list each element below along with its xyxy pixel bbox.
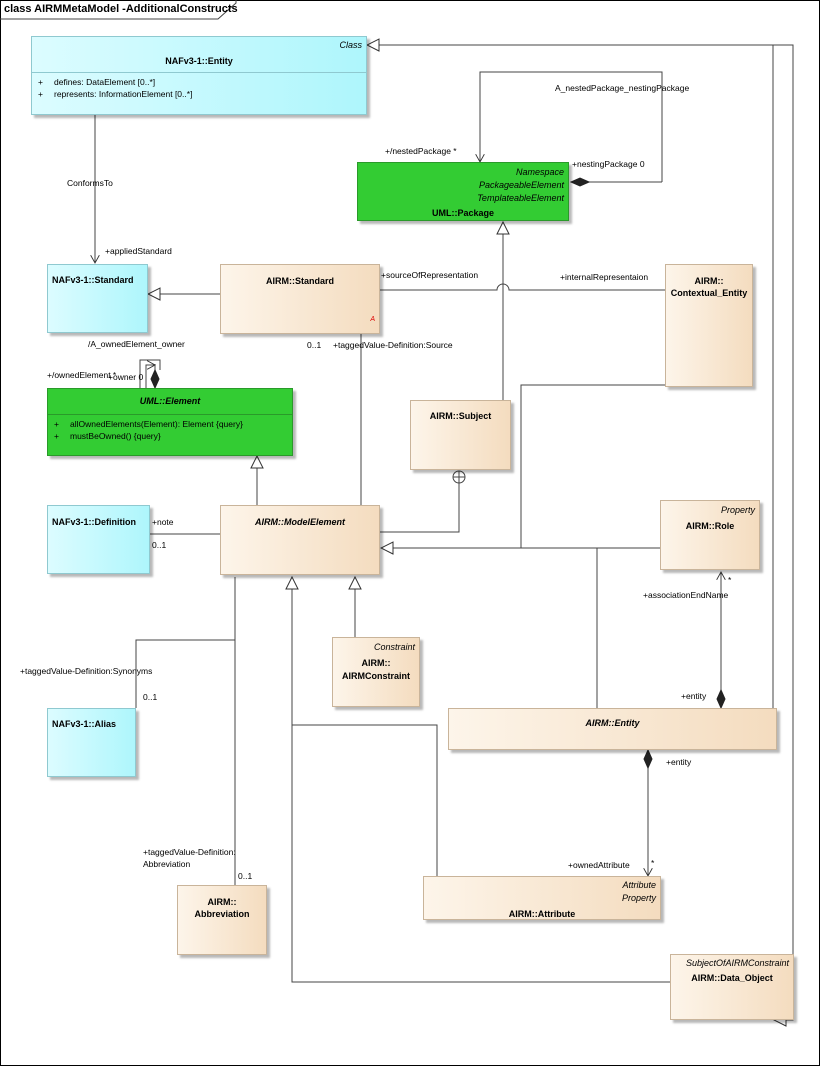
entity-generalization-path xyxy=(772,44,794,1020)
class-name: AIRM::Attribute xyxy=(508,909,576,919)
class-name-line1: AIRM:: xyxy=(694,276,724,286)
class-data-object[interactable]: SubjectOfAIRMConstraint AIRM::Data_Objec… xyxy=(670,954,794,1020)
frame-tab-outline xyxy=(0,0,237,20)
class-abbreviation[interactable]: AIRM:: Abbreviation xyxy=(177,885,267,955)
role-entity-label: +entity xyxy=(681,691,707,701)
class-name: AIRM::Standard xyxy=(266,276,334,286)
synonyms-multiplicity: 0..1 xyxy=(143,692,158,702)
diagram-title: class AIRMMetaModel -AdditionalConstruct… xyxy=(4,3,238,15)
stereotype-label: Class xyxy=(339,40,362,50)
abbreviation-role-line1: +taggedValue-Definition: xyxy=(143,847,236,857)
source-multiplicity: 0..1 xyxy=(307,340,322,350)
note-multiplicity: 0..1 xyxy=(152,540,167,550)
class-subject[interactable]: AIRM::Subject xyxy=(410,400,511,470)
owned-attribute-multiplicity: * xyxy=(651,858,655,868)
stereotype-label: TemplateableElement xyxy=(477,193,564,203)
class-name-line2: AIRMConstraint xyxy=(342,671,410,681)
class-name: AIRM::Role xyxy=(685,521,735,531)
class-naf-entity[interactable]: Class NAFv3-1::Entity +defines: DataElem… xyxy=(31,36,367,115)
class-model-element[interactable]: AIRM::ModelElement xyxy=(220,505,380,575)
class-name: UML::Package xyxy=(431,208,494,218)
class-name: AIRM::Entity xyxy=(585,718,640,728)
class-airm-constraint[interactable]: Constraint AIRM:: AIRMConstraint xyxy=(332,637,420,707)
abstract-marker: A xyxy=(370,316,375,323)
internal-representation-label: +internalRepresentaion xyxy=(560,272,649,282)
class-airm-entity[interactable]: AIRM::Entity xyxy=(448,708,777,750)
operation-row: +mustBeOwned() {query} xyxy=(54,431,161,441)
class-name: UML::Element xyxy=(139,396,201,406)
stereotype-label: Attribute xyxy=(622,880,656,890)
stereotype-label: PackageableElement xyxy=(478,180,564,190)
conforms-to-label: ConformsTo xyxy=(67,178,113,188)
data-object-generalization xyxy=(291,725,670,983)
operation-row: +allOwnedElements(Element): Element {que… xyxy=(54,419,243,429)
applied-standard-label: +appliedStandard xyxy=(105,246,172,256)
class-name: NAFv3-1::Entity xyxy=(165,56,233,66)
class-name: NAFv3-1::Alias xyxy=(52,719,117,729)
contextual-generalization xyxy=(520,384,665,548)
owned-element-label: +/ownedElement * xyxy=(47,370,117,380)
class-name-line2: Abbreviation xyxy=(194,909,250,919)
class-name: AIRM::ModelElement xyxy=(255,517,345,527)
class-uml-package[interactable]: Namespace PackageableElement Templateabl… xyxy=(357,162,569,221)
owned-element-connector xyxy=(145,365,155,388)
stereotype-label: Property xyxy=(720,505,755,515)
nested-package-label: +/nestedPackage * xyxy=(385,146,457,156)
class-name-line1: AIRM:: xyxy=(361,658,391,668)
synonyms-connector xyxy=(135,577,236,708)
note-label: +note xyxy=(152,517,174,527)
association-end-multiplicity: * xyxy=(728,575,732,585)
owned-element-owner-label: /A_ownedElement_owner xyxy=(88,339,185,349)
stereotype-label: Property xyxy=(621,893,656,903)
class-naf-alias[interactable]: NAFv3-1::Alias xyxy=(47,708,136,777)
synonyms-label: +taggedValue-Definition:Synonyms xyxy=(20,666,153,676)
nested-package-connector xyxy=(480,71,663,182)
source-role-label: +taggedValue-Definition:Source xyxy=(333,340,453,350)
attribute-row: +defines: DataElement [0..*] xyxy=(38,77,156,87)
class-contextual-entity[interactable]: AIRM:: Contextual_Entity xyxy=(665,264,753,387)
subject-nesting xyxy=(379,483,460,533)
source-of-representation-label: +sourceOfRepresentation xyxy=(381,270,479,280)
class-name: AIRM::Data_Object xyxy=(691,973,773,983)
owner-label: +owner 0 xyxy=(108,372,144,382)
class-name: NAFv3-1::Standard xyxy=(52,275,134,285)
class-name-line2: Contextual_Entity xyxy=(670,288,748,298)
class-naf-standard[interactable]: NAFv3-1::Standard xyxy=(47,264,148,333)
association-end-label: +associationEndName xyxy=(643,590,729,600)
attribute-entity-label: +entity xyxy=(666,757,692,767)
attribute-compartment: +defines: DataElement [0..*] +represents… xyxy=(32,72,366,100)
stereotype-label: SubjectOfAIRMConstraint xyxy=(685,958,789,968)
abbreviation-multiplicity: 0..1 xyxy=(238,871,253,881)
stereotype-label: Constraint xyxy=(373,642,415,652)
class-naf-definition[interactable]: NAFv3-1::Definition xyxy=(47,505,150,574)
nesting-package-label: +nestingPackage 0 xyxy=(572,159,645,169)
class-uml-element[interactable]: UML::Element +allOwnedElements(Element):… xyxy=(47,388,293,456)
class-attribute[interactable]: Attribute Property AIRM::Attribute xyxy=(423,876,661,920)
attribute-generalization xyxy=(292,577,438,876)
operation-compartment: +allOwnedElements(Element): Element {que… xyxy=(48,414,292,442)
attribute-row: +represents: InformationElement [0..*] xyxy=(38,89,193,99)
nested-assoc-label: A_nestedPackage_nestingPackage xyxy=(555,83,690,93)
abbreviation-role-line2: Abbreviation xyxy=(143,859,191,869)
representation-connector xyxy=(380,283,665,291)
owned-attribute-label: +ownedAttribute xyxy=(568,860,630,870)
class-airm-standard[interactable]: AIRM::Standard A xyxy=(220,264,380,334)
owned-element-loop xyxy=(139,359,161,388)
class-name: NAFv3-1::Definition xyxy=(52,517,136,527)
stereotype-label: Namespace xyxy=(515,167,564,177)
class-role[interactable]: Property AIRM::Role xyxy=(660,500,760,570)
class-name: AIRM::Subject xyxy=(429,411,492,421)
class-name-line1: AIRM:: xyxy=(207,897,237,907)
